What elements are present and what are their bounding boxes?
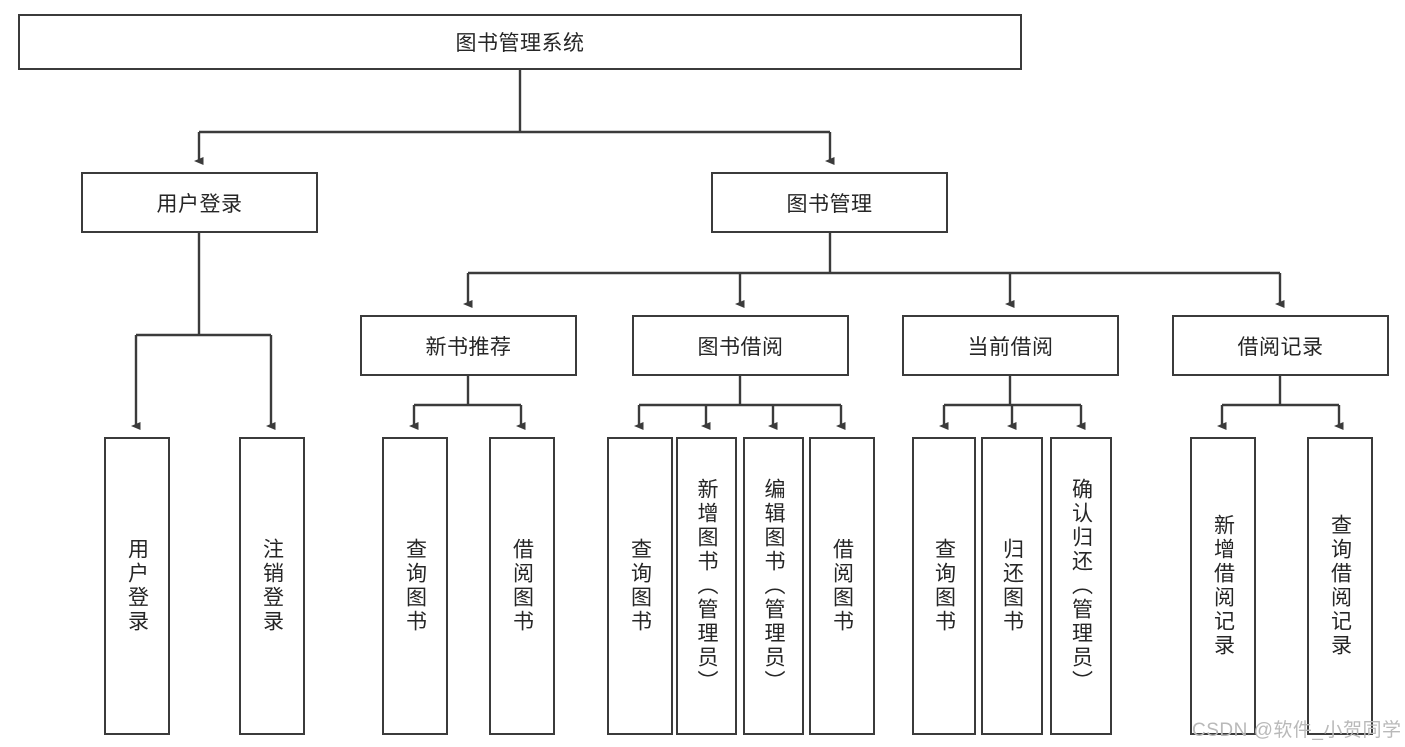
leaf-user-login-signin[interactable]: 用户登录 [104, 437, 170, 735]
node-label: 编辑图书（管理员） [762, 478, 785, 694]
node-new-book-recommend[interactable]: 新书推荐 [360, 315, 577, 376]
node-label: 查询图书 [932, 538, 956, 634]
node-label: 新增借阅记录 [1211, 514, 1235, 658]
node-book-management[interactable]: 图书管理 [711, 172, 948, 233]
leaf-user-login-signout[interactable]: 注销登录 [239, 437, 305, 735]
leaf-borrow-add-book-admin[interactable]: 新增图书（管理员） [676, 437, 737, 735]
node-label: 新增图书（管理员） [695, 478, 718, 694]
node-label: 借阅图书 [510, 538, 534, 634]
node-label: 图书管理 [786, 192, 873, 216]
node-label: 用户登录 [125, 538, 149, 634]
node-label: 确认归还（管理员） [1069, 478, 1093, 694]
leaf-newbook-borrow-book[interactable]: 借阅图书 [489, 437, 555, 735]
csdn-watermark: CSDN @软件_小贺同学 [1192, 720, 1402, 741]
node-borrow-record[interactable]: 借阅记录 [1172, 315, 1389, 376]
node-label: 图书借阅 [697, 335, 784, 359]
leaf-record-query-borrow-record[interactable]: 查询借阅记录 [1307, 437, 1373, 735]
leaf-borrow-query-book[interactable]: 查询图书 [607, 437, 673, 735]
leaf-record-add-borrow-record[interactable]: 新增借阅记录 [1190, 437, 1256, 735]
node-label: 借阅图书 [830, 538, 854, 634]
node-label: 注销登录 [260, 538, 284, 634]
leaf-borrow-edit-book-admin[interactable]: 编辑图书（管理员） [743, 437, 804, 735]
node-label: 当前借阅 [967, 335, 1054, 359]
leaf-borrow-borrow-book[interactable]: 借阅图书 [809, 437, 875, 735]
node-book-borrow[interactable]: 图书借阅 [632, 315, 849, 376]
node-root-book-management-system[interactable]: 图书管理系统 [18, 14, 1022, 70]
leaf-current-query-book[interactable]: 查询图书 [912, 437, 976, 735]
leaf-current-return-book[interactable]: 归还图书 [981, 437, 1043, 735]
node-label: 查询图书 [403, 538, 427, 634]
node-label: 图书管理系统 [455, 32, 585, 55]
node-label: 归还图书 [1000, 538, 1024, 634]
node-label: 查询借阅记录 [1328, 514, 1352, 658]
leaf-newbook-query-book[interactable]: 查询图书 [382, 437, 448, 735]
node-label: 借阅记录 [1237, 335, 1324, 359]
node-current-borrow[interactable]: 当前借阅 [902, 315, 1119, 376]
node-user-login[interactable]: 用户登录 [81, 172, 318, 233]
node-label: 用户登录 [156, 192, 243, 216]
node-label: 新书推荐 [425, 335, 512, 359]
node-label: 查询图书 [628, 538, 652, 634]
leaf-current-confirm-return-admin[interactable]: 确认归还（管理员） [1050, 437, 1112, 735]
